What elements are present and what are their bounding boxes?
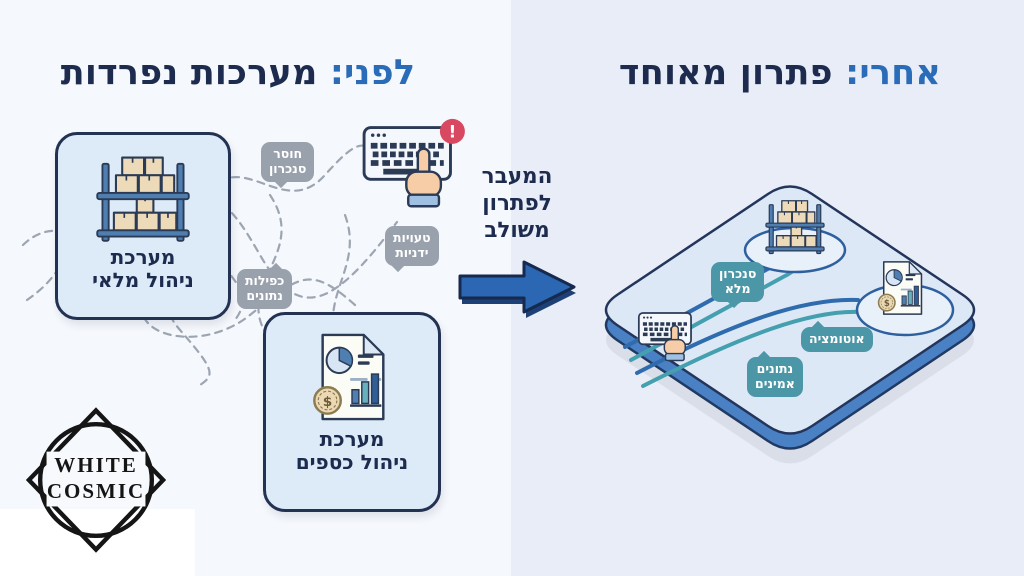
hand-cursor-glyph [663,324,686,362]
svg-text:!: ! [448,123,456,143]
dollar-coin-glyph: $ [313,386,342,415]
before-title: לפני: מערכות נפרדות [38,53,438,93]
alert-badge: ! [439,118,465,144]
transition-arrow-icon [458,260,576,318]
finance-document-icon-small: $ [877,261,923,315]
bar-chart-glyph [351,373,380,405]
bubble-automation: אוטומציה [801,327,873,352]
white-cosmic-logo-icon [25,407,167,553]
after-title-prefix: אחרי: [845,53,942,93]
inventory-system-label: מערכת ניהול מלאי [92,245,194,292]
inventory-system-card: מערכת ניהול מלאי [55,132,231,320]
after-title: אחרי: פתרון מאוחד [590,53,970,93]
finance-system-card: $ מערכת ניהול כספים [263,312,441,512]
logo-background-band [0,509,195,576]
before-title-main: מערכות נפרדות [60,53,330,93]
warehouse-shelf-icon [96,156,190,242]
svg-text:$: $ [323,394,333,410]
unified-platform [604,185,976,464]
svg-text:$: $ [884,299,890,309]
keyboard-error-icon: ! [362,118,465,208]
warehouse-shelf-icon-small [765,200,825,255]
after-title-main: פתרון מאוחד [618,53,846,93]
bubble-data-duplication: כפילות נתונים [237,269,293,309]
finance-system-label: מערכת ניהול כספים [295,427,409,474]
logo-text: WHITE COSMIC [46,453,146,504]
bubble-manual-errors: טעויות ידניות [385,226,439,266]
bubble-no-sync: חוסר סנכרון [261,142,315,182]
keyboard-terminal-icon [637,312,692,362]
bubble-full-sync: סנכרון מלא [711,262,765,302]
finance-document-icon: $ [313,333,385,421]
hand-cursor-glyph [405,147,443,208]
bubble-reliable-data: נתונים אמינים [747,357,803,397]
transition-caption: המעבר לפתרון משולב [481,164,553,243]
before-title-prefix: לפני: [329,53,416,93]
